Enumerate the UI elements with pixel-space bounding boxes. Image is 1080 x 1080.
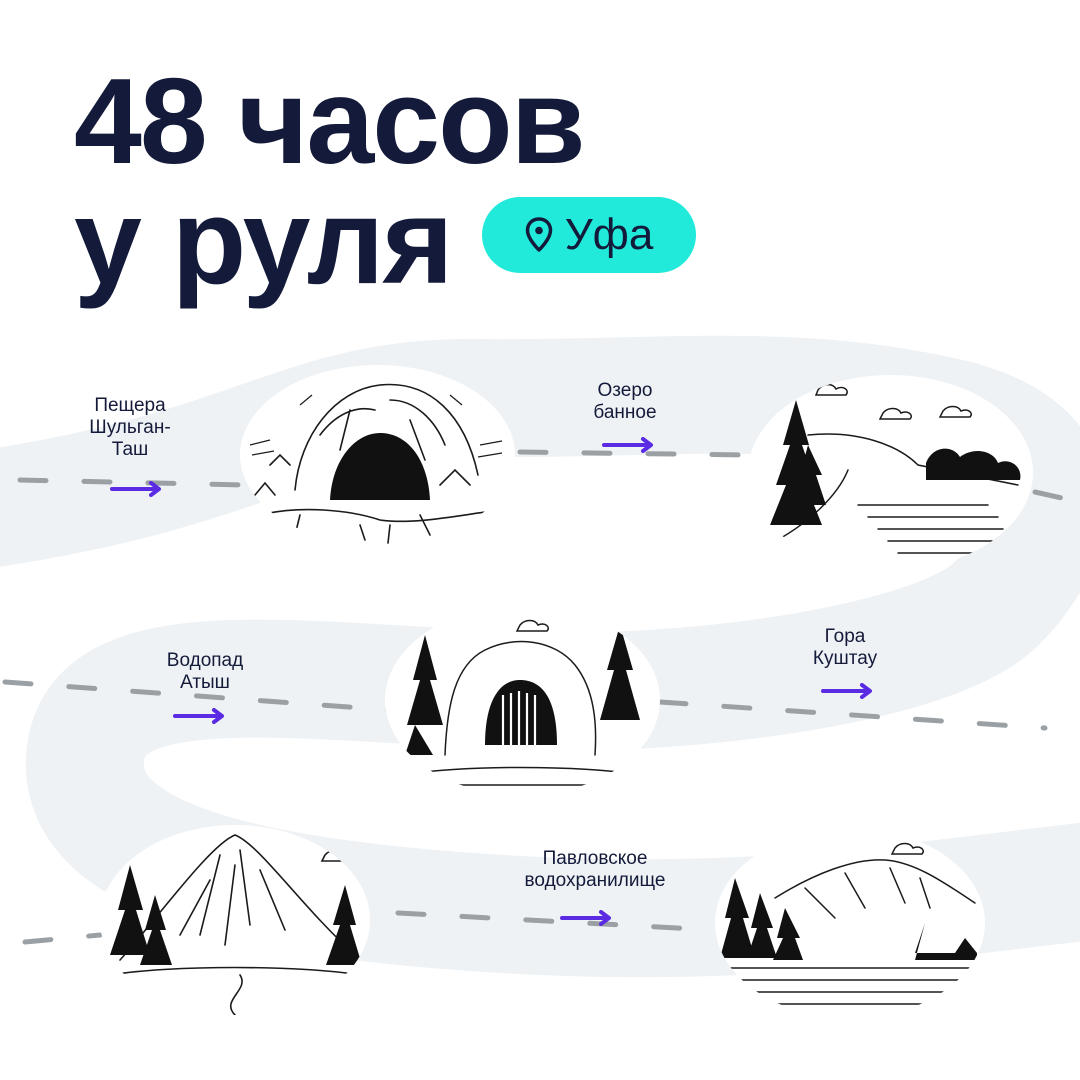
stop-label-line: банное [593,402,657,423]
page-title-line-2: у руля [74,173,454,309]
stop-label-line: Атыш [180,672,230,693]
stop-label-line: Пещера [94,395,166,416]
stop-label-reservoir: Павловское водохранилище [495,848,695,892]
waterfall-illustration [385,605,660,795]
stop-label-lake: Озеро банное [565,380,685,424]
stop-label-cave: Пещера Шульган- Таш [70,395,190,461]
page-title-line-1: 48 часов [74,53,586,189]
stop-label-waterfall: Водопад Атыш [145,650,265,694]
stop-label-line: водохранилище [524,870,666,891]
stop-label-line: Куштау [812,648,878,669]
winding-road [0,335,1080,978]
route-arrow-icon [110,481,166,497]
city-name: Уфа [564,210,654,259]
route-arrow-icon [821,683,877,699]
city-badge[interactable]: Уфа [482,197,696,273]
stop-label-mountain: Гора Куштау [790,626,900,670]
stop-label-line: Шульган- [89,417,171,438]
route-arrow-icon [173,708,229,724]
stop-label-line: Озеро [597,380,653,401]
cave-illustration [240,365,515,545]
stop-label-line: Павловское [542,848,648,869]
stop-label-line: Гора [824,626,866,647]
lake-illustration [748,375,1033,570]
route-arrow-icon [560,910,616,926]
stop-label-line: Водопад [166,650,244,671]
map-pin-icon [525,217,552,252]
stop-label-line: Таш [111,439,149,460]
route-arrow-icon [602,437,658,453]
reservoir-illustration [715,828,985,1018]
mountain-illustration [100,825,370,1015]
dashed-route [2,449,1080,945]
